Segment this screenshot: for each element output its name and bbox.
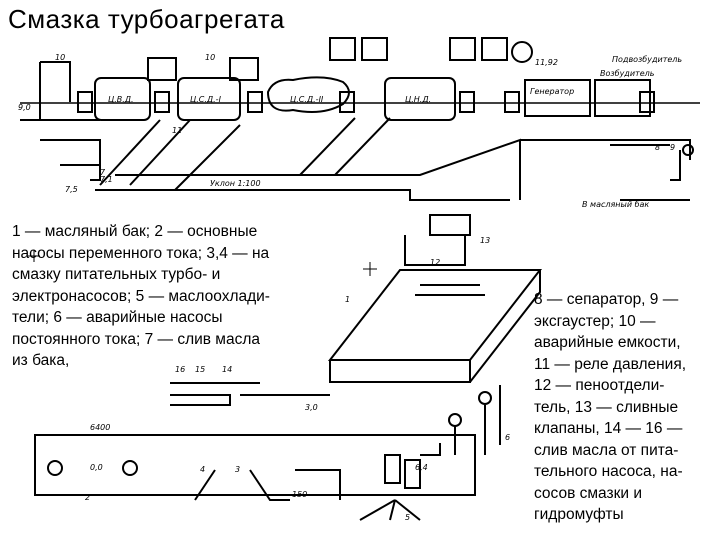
label-n14: 14: [222, 365, 232, 374]
legend-line: 12 — пеноотдели-: [534, 377, 665, 394]
label-csd2: Ц.С.Д.-II: [290, 95, 324, 104]
page-title: Смазка турбоагрегата: [8, 4, 285, 34]
emergency-tank-5: [449, 37, 476, 61]
label-n15: 15: [195, 365, 205, 374]
legend-line: электронасосов; 5 — маслоохлади-: [12, 287, 270, 305]
label-n6: 6: [505, 433, 510, 442]
label-n4: 4: [200, 465, 205, 474]
legend-line: тели; 6 — аварийные насосы: [12, 309, 223, 326]
label-6400: 6400: [90, 423, 110, 432]
main-pump-1: [47, 460, 63, 476]
label-podvozbuditel: Подвозбудитель: [612, 55, 682, 64]
label-elev-64: 6,4: [415, 463, 428, 472]
emergency-tank-1: [147, 57, 177, 81]
label-n11: 11: [172, 126, 182, 135]
label-csd1: Ц.С.Д.-I: [190, 95, 222, 104]
label-uklon: Уклон 1:100: [210, 179, 261, 188]
label-n12: 12: [430, 258, 440, 267]
lower-oil-tank: [34, 434, 476, 496]
legend-line: сосов смазки и: [534, 484, 642, 502]
legend-line: 8 — сепаратор, 9 —: [534, 291, 679, 308]
label-n9: 9: [670, 143, 675, 152]
oil-tank-outline: [327, 269, 543, 361]
label-n3: 3: [235, 465, 240, 474]
label-n7: 7: [100, 168, 106, 177]
legend-line: тельного насоса, на-: [534, 463, 683, 480]
cnd-casing: [384, 77, 456, 121]
legend-line: гидромуфты: [534, 506, 624, 523]
label-cnd: Ц.Н.Д.: [405, 95, 431, 104]
label-elev-71: 7,1: [100, 175, 113, 184]
legend-line: постоянного тока; 7 — слив масла: [12, 330, 260, 348]
legend-line: 11 — реле давления,: [534, 355, 687, 373]
emergency-tank-6: [481, 37, 508, 61]
legend-line: слив масла от пита-: [534, 441, 679, 459]
vozbuditel-casing: [594, 79, 651, 117]
label-elev-0: 0,0: [90, 463, 103, 472]
label-n2: 2: [85, 493, 90, 502]
label-elev-9: 9,0: [18, 103, 31, 112]
label-generator: Генератор: [530, 87, 574, 96]
legend-line: тель, 13 — сливные: [534, 398, 679, 416]
label-v-maslyany-bak: В масляный бак: [582, 200, 649, 209]
label-n10b: 10: [205, 53, 215, 62]
separator-dome: [511, 41, 533, 63]
legend-line: 1 — масляный бак; 2 — основные: [12, 223, 258, 240]
legend-line: клапаны, 14 — 16 —: [534, 420, 683, 437]
label-n13: 13: [480, 236, 490, 245]
emergency-tank-4: [361, 37, 388, 61]
legend-line: насосы переменного тока; 3,4 — на: [12, 244, 270, 262]
emergency-pump-1: [448, 413, 462, 427]
label-n5: 5: [405, 513, 410, 522]
legend-left: 1 — масляный бак; 2 — основные насосы пе…: [12, 221, 322, 372]
main-pump-2: [122, 460, 138, 476]
emergency-pump-2: [478, 391, 492, 405]
cooler-1: [384, 454, 401, 484]
label-cvd: Ц.В.Д.: [108, 95, 134, 104]
label-n1: 1: [345, 295, 350, 304]
cvd-casing: [94, 77, 151, 121]
label-n16: 16: [175, 365, 185, 374]
cooler-2: [404, 459, 421, 489]
label-elev-75: 7,5: [65, 185, 78, 194]
label-vozbuditel: Возбудитель: [600, 69, 655, 78]
label-n10a: 10: [55, 53, 65, 62]
legend-line: смазку питательных турбо- и: [12, 266, 221, 283]
legend-line: из бака,: [12, 352, 70, 369]
legend-line: аварийные емкости,: [534, 334, 681, 351]
generator-casing: [524, 79, 591, 117]
label-n8: 8: [655, 143, 660, 152]
label-elev-3: 3,0: [305, 403, 318, 412]
emergency-tank-2: [229, 57, 259, 81]
emergency-tank-3: [329, 37, 356, 61]
label-150: 150: [292, 490, 307, 499]
legend-right: 8 — сепаратор, 9 — эксгаустер; 10 — авар…: [534, 289, 718, 526]
csd1-casing: [177, 77, 241, 121]
label-elev-1192: 11,92: [535, 58, 558, 67]
legend-line: эксгаустер; 10 —: [534, 312, 656, 330]
